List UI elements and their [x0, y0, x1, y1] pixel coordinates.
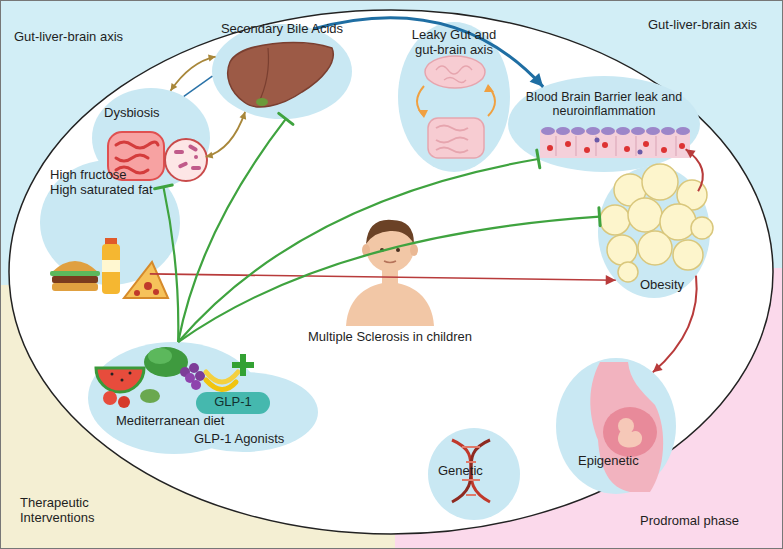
node-text: Dysbiosis [104, 106, 160, 121]
child-figure [366, 220, 414, 244]
fast-food [153, 289, 159, 295]
child-figure [382, 264, 398, 284]
child-figure [384, 261, 396, 263]
arrow-head [653, 363, 663, 372]
topic-ellipse: Genetic [428, 428, 520, 520]
connector [171, 57, 216, 91]
child-figure [380, 248, 384, 252]
node-text: Mediterranean diet [116, 414, 224, 429]
node-text: Secondary Bile Acids [212, 22, 352, 37]
child-figure [346, 220, 434, 326]
central-ellipse [9, 10, 773, 534]
topic-ellipse: Blood Brain Barrier leak and neuroinflam… [508, 76, 700, 172]
node-text: High fructose High saturated fat [50, 168, 155, 198]
topic-ellipse: Obesity [598, 166, 710, 298]
connector [184, 76, 212, 96]
node-text: Blood Brain Barrier leak and neuroinflam… [518, 90, 690, 119]
arrow-head [240, 112, 247, 120]
topic-ellipse: Leaky Gut and gut-brain axis [398, 22, 510, 172]
fast-food [52, 283, 98, 291]
node-text: Obesity [640, 278, 684, 293]
connector [178, 217, 599, 342]
topic-ellipse: Secondary Bile Acids [212, 24, 352, 119]
topic-ellipse: Epigenetic [556, 358, 676, 494]
topic-ellipse: GLP-1 Agonists GLP-1 [168, 372, 318, 452]
topic-ellipse: High fructose High saturated fat [40, 160, 180, 285]
arrow-head [530, 73, 544, 87]
region-label: Gut-liver-brain axis [648, 18, 757, 33]
region-label: Gut-liver-brain axis [14, 30, 123, 45]
arrow-head [171, 83, 178, 91]
node-text: Leaky Gut and gut-brain axis [404, 28, 504, 58]
child-figure [396, 248, 400, 252]
arrow-head [686, 149, 696, 158]
node-text: Epigenetic [578, 454, 639, 469]
pill-shape: GLP-1 [196, 392, 270, 414]
connector [150, 274, 616, 280]
region-label: Multiple Sclerosis in children [285, 330, 495, 345]
region-label: Prodromal phase [640, 514, 739, 529]
child-figure [366, 224, 414, 272]
node-text: GLP-1 [196, 395, 270, 410]
connector [178, 159, 538, 342]
child-figure [410, 244, 418, 256]
child-figure [346, 282, 434, 326]
child-figure [362, 244, 370, 256]
fast-food [134, 290, 140, 296]
region-label: Therapeutic Interventions [20, 496, 120, 526]
connector [206, 112, 245, 157]
fast-food [144, 282, 152, 290]
node-text: GLP-1 Agonists [194, 432, 284, 447]
node-text: Genetic [438, 464, 483, 479]
